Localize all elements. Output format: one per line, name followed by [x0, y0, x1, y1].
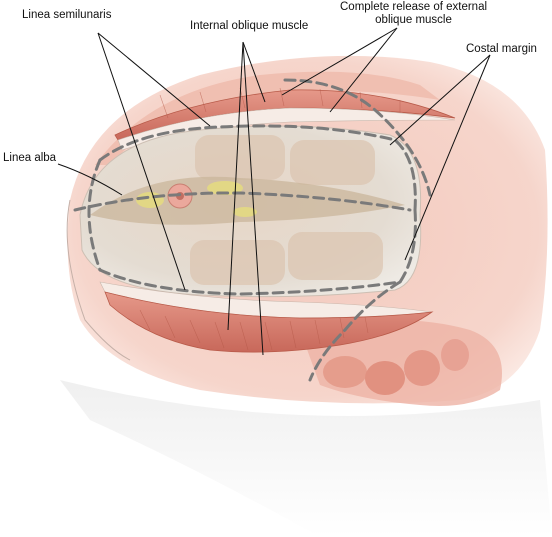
dashed-midline: [73, 191, 412, 212]
floor-shadow: [60, 380, 552, 537]
leader-costal-margin-a: [389, 54, 491, 146]
muscle-fibers: [139, 87, 401, 351]
leader-costal-margin-b: [404, 54, 491, 261]
label-internal-oblique-muscle: Internal oblique muscle: [190, 20, 309, 32]
lower-muscle-bulges: [323, 339, 469, 395]
dashed-costal-margin: [283, 78, 432, 197]
label-linea-alba: Linea alba: [3, 152, 57, 164]
leader-linea-alba: [57, 163, 123, 196]
leader-linea-semilunaris-b: [97, 32, 186, 291]
label-linea-semilunaris: Linea semilunaris: [22, 9, 112, 21]
leader-linea-semilunaris-a: [97, 32, 211, 127]
dashed-left-border: [87, 158, 102, 272]
leader-internal-oblique-b: [227, 41, 244, 331]
left-flank-outline: [66, 199, 131, 361]
rectus-segments: [190, 135, 383, 285]
midline-tissue: [90, 176, 405, 225]
leader-lines: [57, 27, 491, 356]
dashed-incision-lines: [73, 78, 432, 382]
leader-internal-oblique-c: [242, 41, 264, 356]
dashed-upper-border: [98, 124, 417, 212]
dashed-lower-release: [308, 280, 402, 382]
leader-complete-release-a: [281, 27, 398, 96]
leader-complete-release-b: [329, 27, 398, 113]
label-costal-margin: Costal margin: [466, 43, 537, 55]
label-complete-release-external-oblique: Complete release of external oblique mus…: [340, 1, 487, 27]
label-complete-release-line2: oblique muscle: [375, 14, 452, 26]
lower-internal-oblique-muscle: [104, 291, 434, 353]
dashed-lower-border: [98, 208, 417, 296]
label-complete-release-line1: Complete release of external: [340, 1, 488, 13]
leader-internal-oblique-a: [242, 41, 266, 103]
